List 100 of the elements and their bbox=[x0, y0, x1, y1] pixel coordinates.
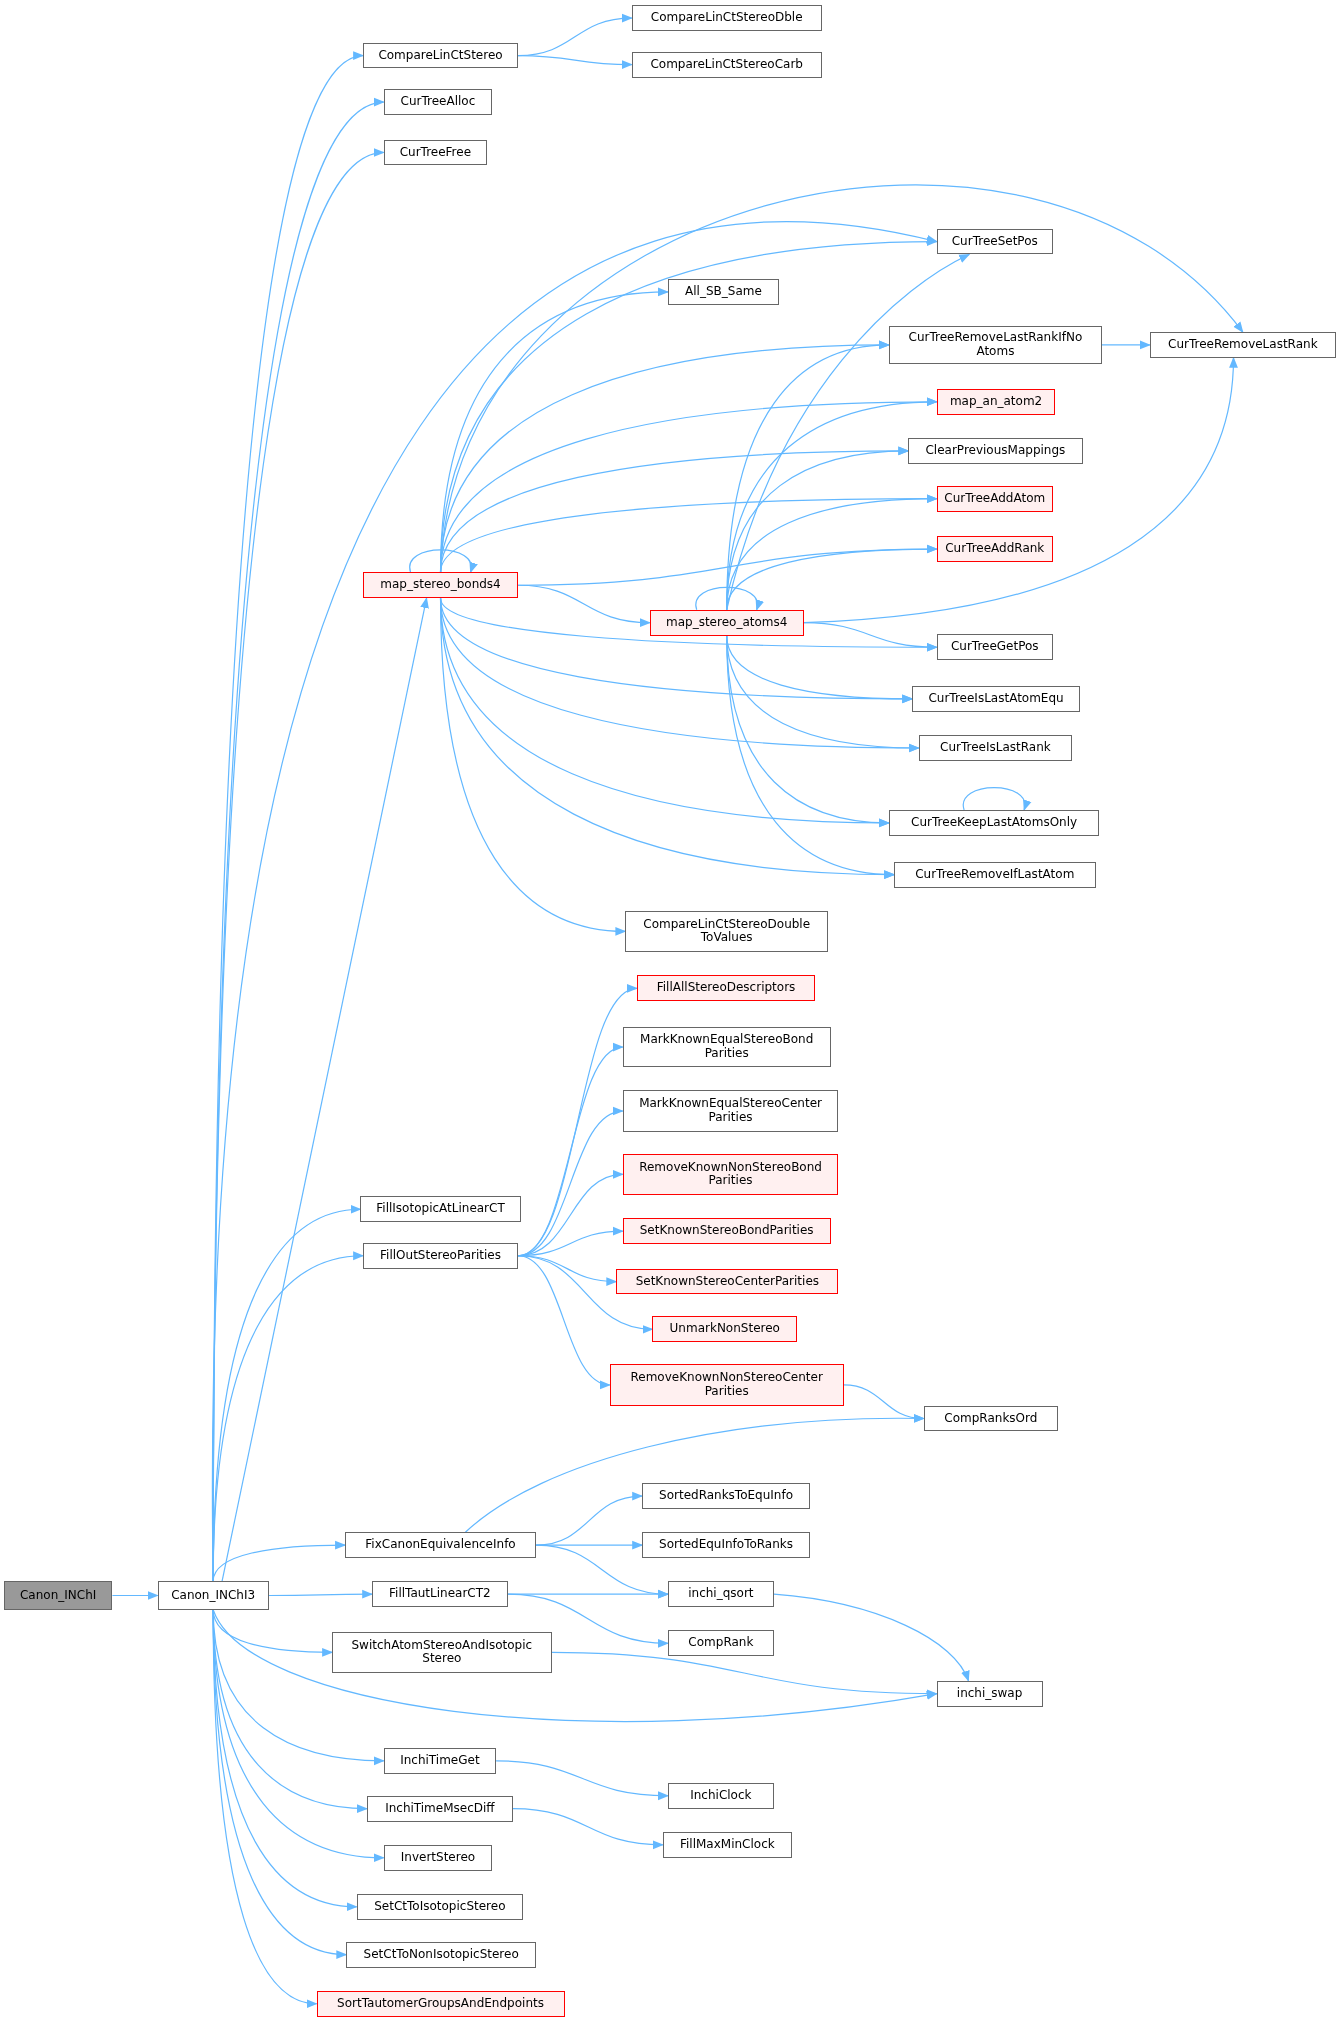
function-box bbox=[363, 572, 519, 599]
function-name: inchi_qsort bbox=[688, 1587, 754, 1602]
function-box bbox=[346, 1941, 537, 1968]
function-name: CurTreeRemoveLastRank bbox=[1168, 338, 1318, 352]
root-function-box bbox=[3, 1581, 113, 1610]
call-arrow bbox=[464, 1414, 925, 1533]
function-name: inchi_swap bbox=[956, 1686, 1023, 1701]
function-name: SetKnownStereoBondParities bbox=[639, 1224, 814, 1239]
function-box bbox=[642, 1532, 810, 1558]
call-arrow bbox=[517, 54, 633, 69]
function-name: RemoveKnownNonStereoBond Parities bbox=[638, 1160, 823, 1189]
function-box bbox=[383, 89, 493, 115]
function-box bbox=[936, 1680, 1043, 1707]
call-arrow bbox=[268, 1589, 374, 1599]
function-name: CurTreeAddAtom bbox=[944, 491, 1046, 506]
function-box bbox=[332, 1631, 552, 1673]
function-box bbox=[912, 686, 1080, 712]
function-box bbox=[625, 910, 829, 953]
function-box bbox=[344, 1532, 537, 1558]
call-arrow bbox=[409, 549, 476, 574]
function-box bbox=[918, 735, 1073, 761]
function-box bbox=[631, 51, 822, 78]
function-name: MarkKnownEqualStereoBond Parities bbox=[639, 1033, 815, 1061]
function-name: FillTautLinearCT2 bbox=[389, 1587, 491, 1602]
function-name: CurTreeIsLastRank bbox=[940, 741, 1051, 755]
function-box bbox=[642, 1483, 810, 1509]
function-box bbox=[622, 1218, 831, 1245]
function-box bbox=[383, 1844, 493, 1871]
function-name: CurTreeRemoveLastRankIfNo Atoms bbox=[907, 331, 1084, 359]
function-name: CompareLinCtStereoCarb bbox=[650, 57, 803, 72]
function-name: CurTreeAlloc bbox=[400, 95, 476, 109]
function-name: FixCanonEquivalenceInfo bbox=[365, 1538, 516, 1552]
function-name: InvertStereo bbox=[400, 1850, 476, 1865]
function-name: map_an_atom2 bbox=[949, 394, 1043, 409]
function-name: map_stereo_bonds4 bbox=[380, 578, 501, 593]
function-box bbox=[616, 1268, 839, 1295]
call-arrow bbox=[439, 597, 627, 936]
function-name: CurTreeKeepLastAtomsOnly bbox=[911, 816, 1078, 830]
function-name: InchiTimeGet bbox=[400, 1753, 480, 1768]
function-box bbox=[936, 388, 1056, 415]
function-box bbox=[662, 1831, 792, 1858]
function-box bbox=[622, 1090, 839, 1132]
function-box bbox=[936, 485, 1053, 512]
function-box bbox=[372, 1581, 508, 1608]
function-box bbox=[360, 1196, 521, 1223]
function-name: SortedEquInfoToRanks bbox=[659, 1538, 793, 1552]
function-box bbox=[157, 1581, 269, 1610]
function-name: FillAllStereoDescriptors bbox=[656, 981, 796, 996]
function-name: SortedRanksToEquInfo bbox=[659, 1489, 793, 1503]
function-name: SetCtToNonIsotopicStereo bbox=[363, 1947, 519, 1962]
function-box bbox=[936, 228, 1053, 255]
function-box bbox=[356, 1893, 524, 1920]
call-arrow bbox=[962, 786, 1030, 812]
function-box bbox=[1149, 332, 1336, 358]
call-arrow bbox=[726, 544, 938, 611]
function-name: CompRanksOrd bbox=[944, 1411, 1038, 1426]
function-name: CurTreeFree bbox=[399, 145, 472, 160]
function-name: ClearPreviousMappings bbox=[925, 443, 1066, 458]
call-arrow bbox=[726, 635, 896, 879]
function-box bbox=[923, 1405, 1059, 1432]
function-box bbox=[667, 1630, 774, 1657]
function-name: UnmarkNonStereo bbox=[669, 1322, 780, 1337]
function-box bbox=[316, 1990, 565, 2017]
function-name: SortTautomerGroupsAndEndpoints bbox=[337, 1996, 544, 2011]
function-name: Canon_INChI bbox=[19, 1588, 97, 1603]
function-box bbox=[936, 536, 1053, 562]
function-box bbox=[383, 139, 488, 166]
function-box bbox=[894, 861, 1096, 888]
function-box bbox=[363, 42, 519, 69]
function-name: Canon_INChI3 bbox=[171, 1588, 256, 1603]
function-box bbox=[636, 975, 816, 1002]
function-name: MarkKnownEqualStereoCenter Parities bbox=[638, 1097, 823, 1125]
function-name: CompRank bbox=[688, 1636, 754, 1651]
function-name: SetKnownStereoCenterParities bbox=[635, 1274, 820, 1289]
function-box bbox=[366, 1795, 513, 1822]
call-arrow bbox=[495, 1760, 669, 1800]
function-box bbox=[631, 5, 822, 31]
function-name: All_SB_Same bbox=[685, 285, 762, 299]
function-name: SwitchAtomStereoAndIsotopic Stereo bbox=[350, 1638, 534, 1667]
call-arrow bbox=[221, 597, 429, 1582]
function-name: FillMaxMinClock bbox=[679, 1837, 775, 1852]
function-box bbox=[667, 279, 779, 305]
function-box bbox=[667, 1581, 774, 1608]
function-box bbox=[609, 1364, 844, 1406]
function-box bbox=[649, 609, 804, 636]
function-box bbox=[652, 1316, 798, 1343]
call-arrow bbox=[535, 1492, 644, 1546]
call-arrow bbox=[726, 635, 914, 704]
function-name: FillIsotopicAtLinearCT bbox=[376, 1202, 505, 1217]
function-box bbox=[363, 1242, 519, 1269]
function-name: CurTreeAddRank bbox=[945, 542, 1045, 556]
call-arrow bbox=[507, 1593, 669, 1648]
call-arrow bbox=[695, 586, 763, 611]
function-name: InchiTimeMsecDiff bbox=[385, 1801, 495, 1816]
function-box bbox=[888, 810, 1100, 836]
function-name: CompareLinCtStereoDouble ToValues bbox=[642, 917, 812, 946]
function-name: FillOutStereoParities bbox=[380, 1248, 501, 1263]
function-box bbox=[383, 1747, 497, 1774]
function-name: CompareLinCtStereo bbox=[378, 48, 503, 63]
function-box bbox=[908, 437, 1083, 464]
